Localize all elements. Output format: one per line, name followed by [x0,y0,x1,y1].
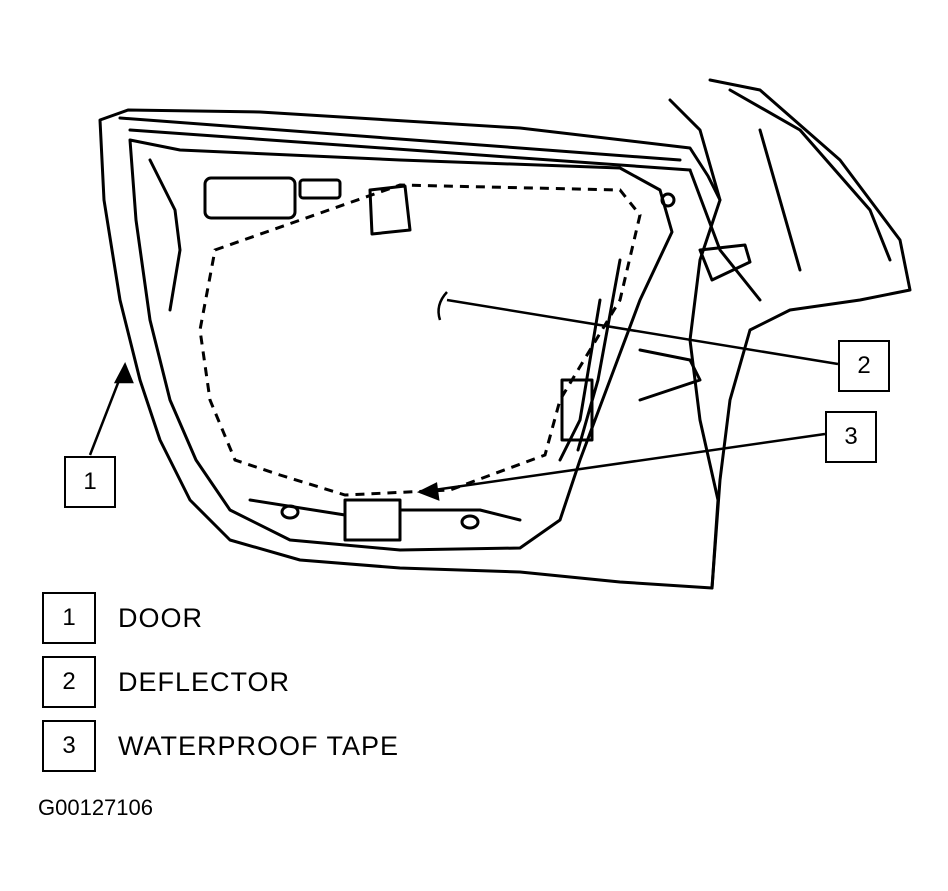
callout-1: 1 [64,456,116,508]
legend-label: WATERPROOF TAPE [118,730,400,761]
legend-number-box: 2 [42,656,96,708]
legend-item-door: 1 DOOR [42,592,203,644]
legend-number-box: 3 [42,720,96,772]
legend-label: DOOR [118,602,203,633]
door-outer-frame [98,108,722,590]
leader-line-3 [419,432,826,494]
callout-2-number: 2 [857,352,871,379]
door-diagram [88,78,912,590]
body-pillar [708,78,912,590]
legend-item-deflector: 2 DEFLECTOR [42,656,290,708]
legend-item-waterproof-tape: 3 WATERPROOF TAPE [42,720,399,772]
door-inner-frame [128,138,674,552]
figure-id: G00127106 [38,795,153,820]
leader-line-2 [446,298,839,366]
legend-label: DEFLECTOR [118,666,291,697]
callout-3-number: 3 [844,423,858,450]
legend-number-box: 1 [42,592,96,644]
deflector-outline [198,183,642,497]
handle-pocket [203,176,297,220]
window-channel [118,116,692,172]
callout-3: 3 [825,411,877,463]
callout-1-number: 1 [83,468,97,495]
callout-2: 2 [838,340,890,392]
